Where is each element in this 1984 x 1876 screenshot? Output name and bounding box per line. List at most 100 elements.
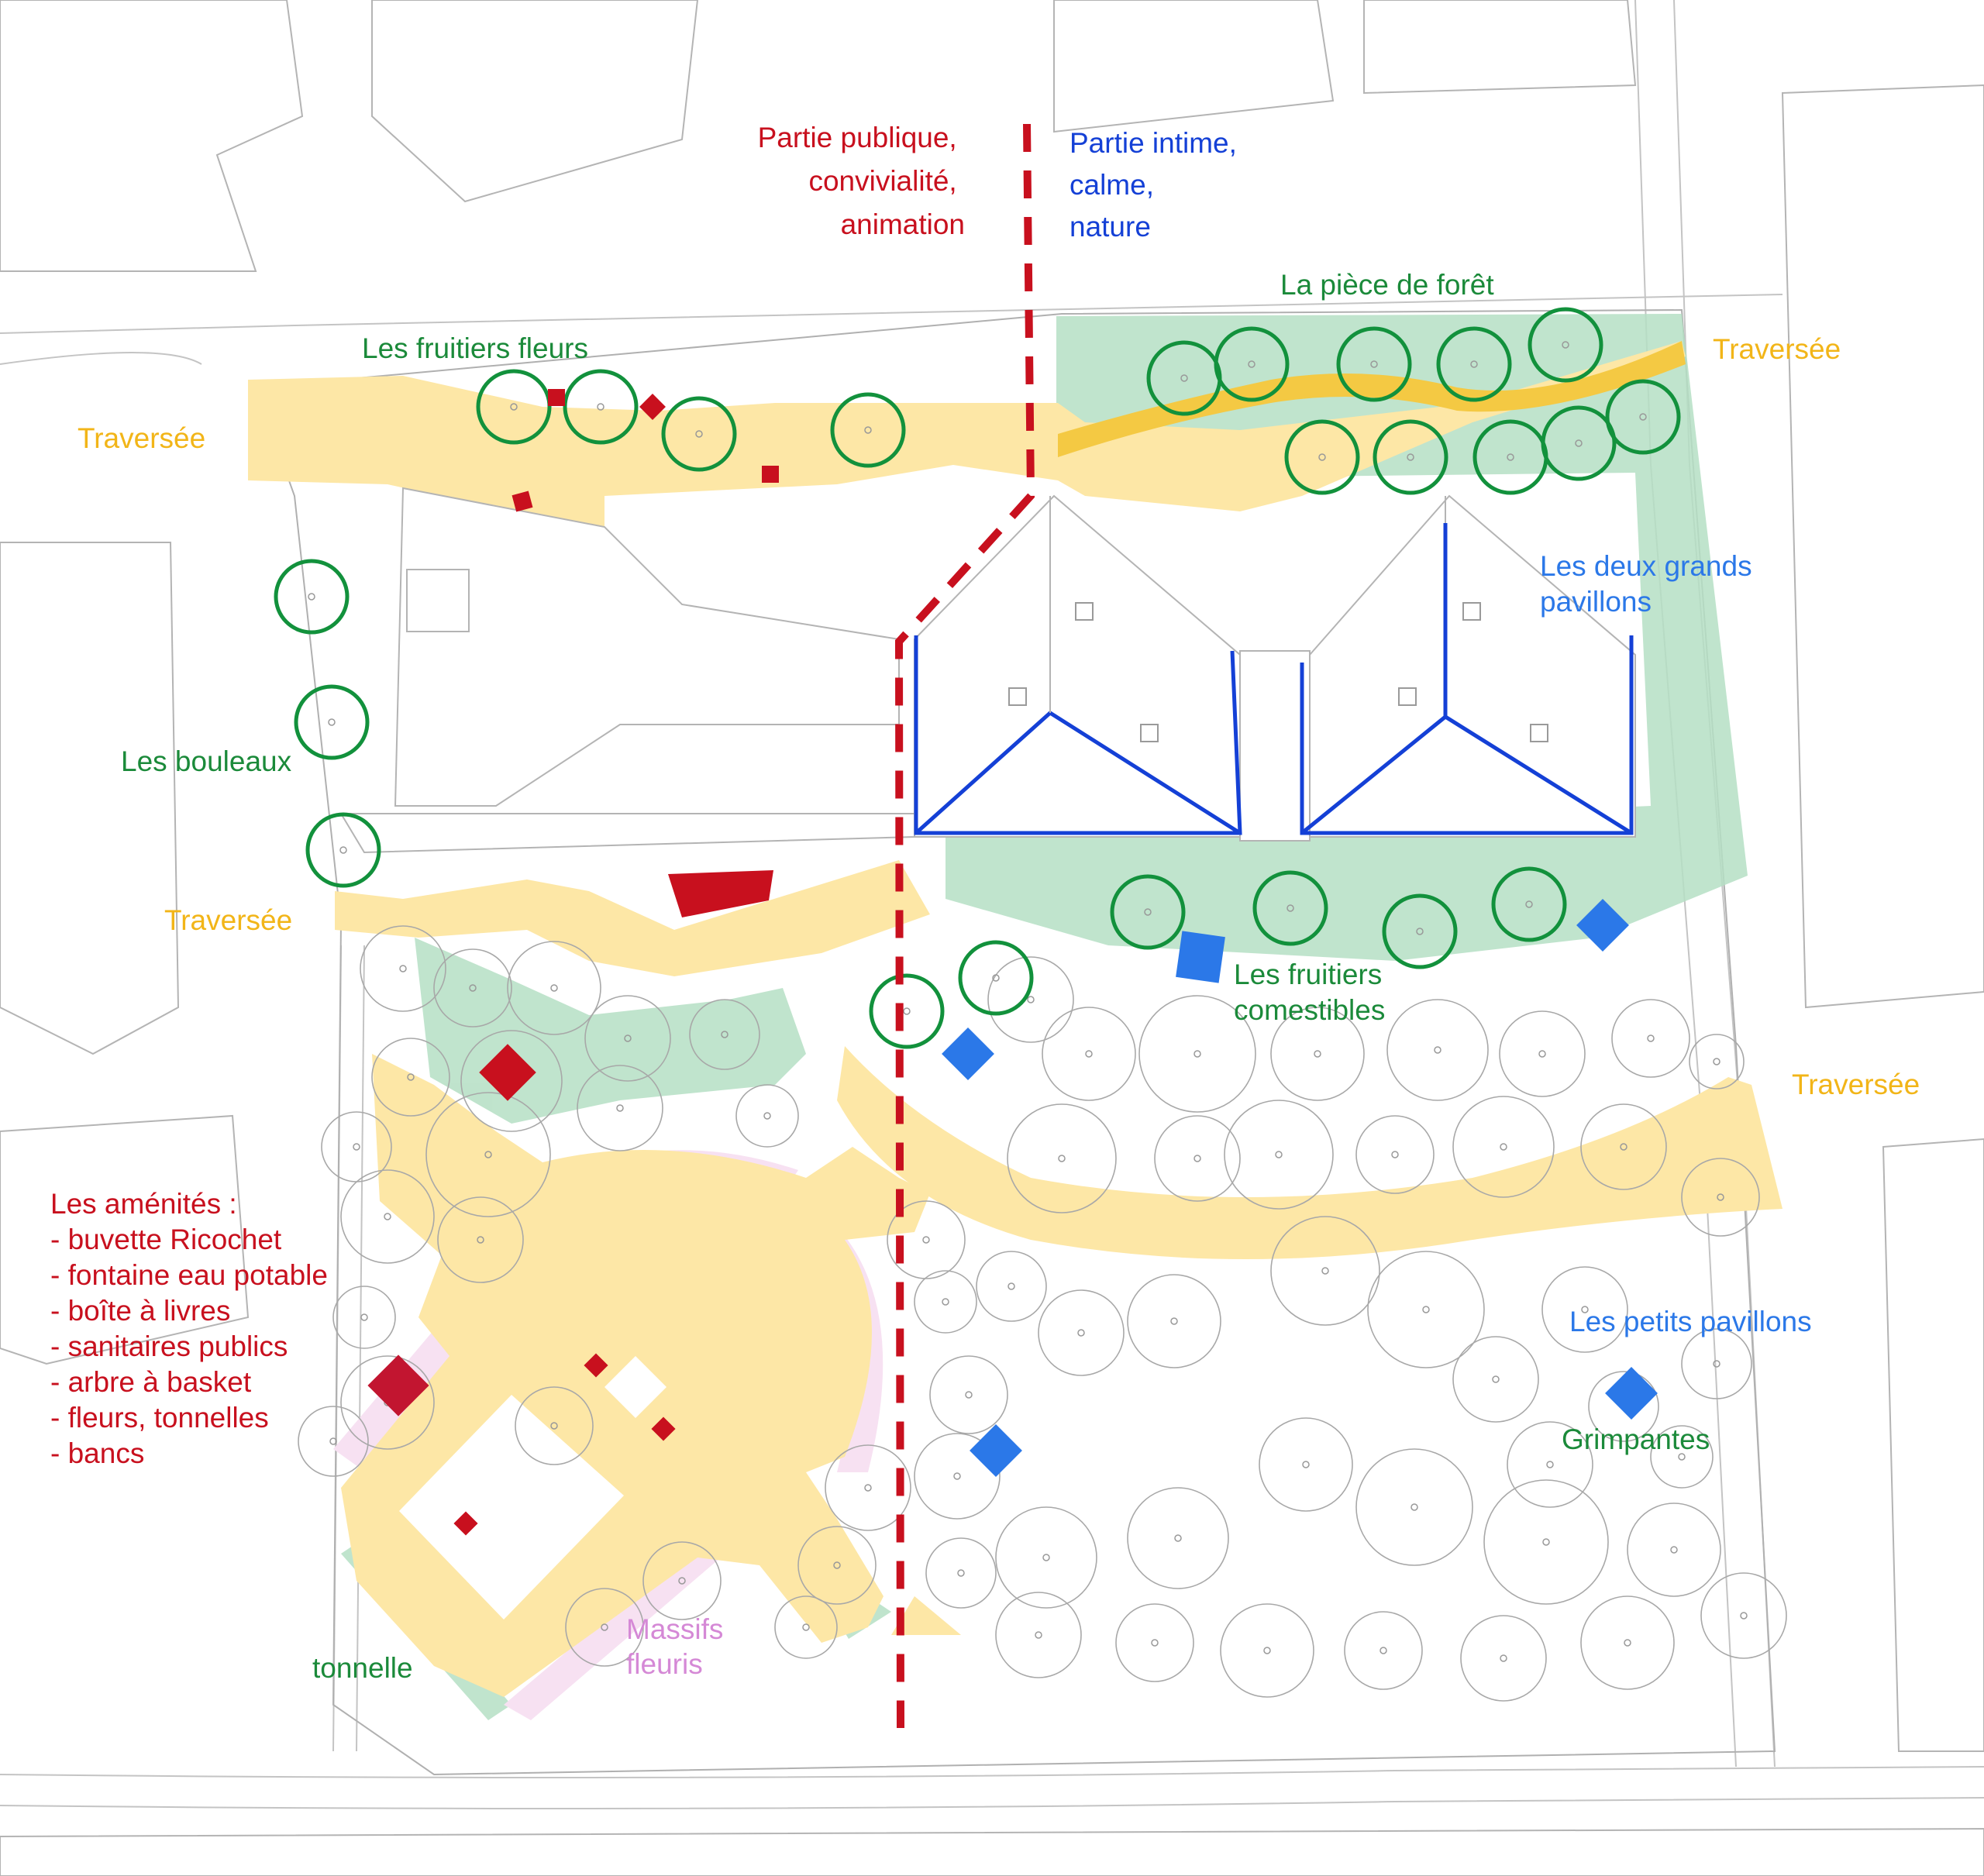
tree-centre-dot xyxy=(1422,1306,1430,1313)
tree-centre-dot xyxy=(1058,1155,1066,1162)
tree-centre-dot xyxy=(1380,1647,1387,1654)
fruit-flower-trees-label: Les fruitiers fleurs xyxy=(362,332,588,364)
tree-centre-dot xyxy=(1370,360,1378,368)
tree-centre-dot xyxy=(1492,1375,1500,1383)
tree-centre-dot xyxy=(469,984,477,992)
site-buildings xyxy=(339,487,915,854)
tree-centre-dot xyxy=(1575,439,1583,447)
tree-centre-dot xyxy=(1581,1306,1589,1313)
tree-centre-dot xyxy=(1144,908,1152,916)
tree-centre-dot xyxy=(616,1104,624,1112)
red-square-icon xyxy=(512,491,533,512)
tree-centre-dot xyxy=(1194,1050,1201,1058)
edible-fruit-trees-label: Les fruitiers comestibles xyxy=(1234,959,1390,1026)
tree-centre-dot xyxy=(597,403,604,411)
tree-centre-dot xyxy=(1470,360,1478,368)
south-garden-zone xyxy=(415,938,806,1124)
red-square-icon xyxy=(479,1044,536,1101)
tree-centre-dot xyxy=(833,1561,841,1569)
site-boundary xyxy=(254,308,1776,1776)
tree-centre-dot xyxy=(353,1143,360,1151)
tree-centre-dot xyxy=(678,1577,686,1585)
large-pavilions xyxy=(914,494,1636,842)
tree-centre-dot xyxy=(329,1437,337,1445)
tree-centre-dot xyxy=(407,1073,415,1081)
plaza-white-square xyxy=(399,1395,624,1620)
tree-centre-dot xyxy=(1678,1453,1686,1461)
fruit-flower-trees xyxy=(476,369,906,472)
tree-centre-dot xyxy=(1624,1639,1631,1647)
north-traverse xyxy=(248,341,1686,535)
tree-centre-dot xyxy=(922,1236,930,1244)
tree-centre-dot xyxy=(477,1236,484,1244)
tree-centre-dot xyxy=(1546,1461,1554,1468)
tree-centre-dot xyxy=(384,1213,391,1220)
birches-label: Les bouleaux xyxy=(121,745,292,777)
tree-centre-dot xyxy=(1151,1639,1159,1647)
tree-centre-dot xyxy=(864,1484,872,1492)
tree-centre-dot xyxy=(1263,1647,1271,1654)
small-pavilions-label: Les petits pavillons xyxy=(1569,1306,1812,1337)
tree-centre-dot xyxy=(1434,1046,1442,1054)
traverse-nw-label: Traversée xyxy=(78,422,205,454)
tree-centre-dot xyxy=(1500,1654,1507,1662)
flowerbed-south xyxy=(504,1515,748,1720)
blue-diamond-icon xyxy=(1576,899,1629,952)
tree-centre-dot xyxy=(953,1472,961,1480)
blue-diamond-icon xyxy=(970,1424,1022,1477)
blue-diamond-icon xyxy=(1176,931,1225,983)
tree-centre-dot xyxy=(1538,1050,1546,1058)
tree-centre-dot xyxy=(1180,374,1188,382)
amenities-list: - buvette Ricochet - fontaine eau potabl… xyxy=(50,1224,336,1469)
tree-centre-dot xyxy=(1275,1151,1283,1158)
tree-centre-dot xyxy=(1027,996,1035,1003)
tree-centre-dot xyxy=(1318,453,1326,461)
tree-centre-dot xyxy=(1410,1503,1418,1511)
tree-centre-dot xyxy=(1713,1058,1720,1065)
forest-piece-trees xyxy=(1146,307,1681,495)
tree-centre-dot xyxy=(550,1422,558,1430)
public-private-divider xyxy=(894,123,1035,1729)
red-square-icon xyxy=(367,1355,429,1416)
tree-centre-dot xyxy=(550,984,558,992)
tree-centre-dot xyxy=(328,718,336,726)
tree-centre-dot xyxy=(339,846,347,854)
tree-centre-dot xyxy=(484,1151,492,1158)
red-square-icon xyxy=(548,389,565,406)
tree-centre-dot xyxy=(957,1569,965,1577)
traverse-e-label: Traversée xyxy=(1792,1069,1920,1100)
tree-centre-dot xyxy=(1248,360,1256,368)
intimate-zone-label: Partie intime, calme, nature xyxy=(1070,127,1245,243)
tree-centre-dot xyxy=(903,1007,911,1015)
tree-centre-dot xyxy=(965,1391,973,1399)
tree-centre-dot xyxy=(308,593,315,601)
tree-centre-dot xyxy=(1314,1050,1321,1058)
tree-centre-dot xyxy=(1407,453,1414,461)
traverse-w-label: Traversée xyxy=(164,904,292,936)
tree-centre-dot xyxy=(1500,1143,1507,1151)
tree-centre-dot xyxy=(1740,1612,1748,1620)
tree-centre-dot xyxy=(1542,1538,1550,1546)
tree-centre-dot xyxy=(1562,341,1569,349)
southeast-curve xyxy=(837,1046,1782,1259)
tree-centre-dot xyxy=(1008,1282,1015,1290)
tree-centre-dot xyxy=(1416,928,1424,935)
tree-centre-dot xyxy=(1321,1267,1329,1275)
tree-centre-dot xyxy=(1620,1143,1628,1151)
amenities-title: Les aménités : xyxy=(50,1188,237,1220)
tree-centre-dot xyxy=(1170,1317,1178,1325)
climbers-label: Grimpantes xyxy=(1562,1423,1710,1455)
tree-centre-dot xyxy=(1174,1534,1182,1542)
tree-centre-dot xyxy=(1035,1631,1042,1639)
tree-centre-dot xyxy=(1507,453,1514,461)
arbor-label: tonnelle xyxy=(312,1652,413,1684)
blue-diamond-icon xyxy=(942,1027,994,1080)
red-square-icon xyxy=(762,466,779,483)
flower-beds-label: Massifs fleuris xyxy=(626,1613,732,1680)
tree-centre-dot xyxy=(802,1623,810,1631)
blue-diamond-icon xyxy=(1605,1367,1658,1420)
tree-centre-dot xyxy=(1042,1554,1050,1561)
tree-centre-dot xyxy=(721,1031,728,1038)
tree-centre-dot xyxy=(1286,904,1294,912)
